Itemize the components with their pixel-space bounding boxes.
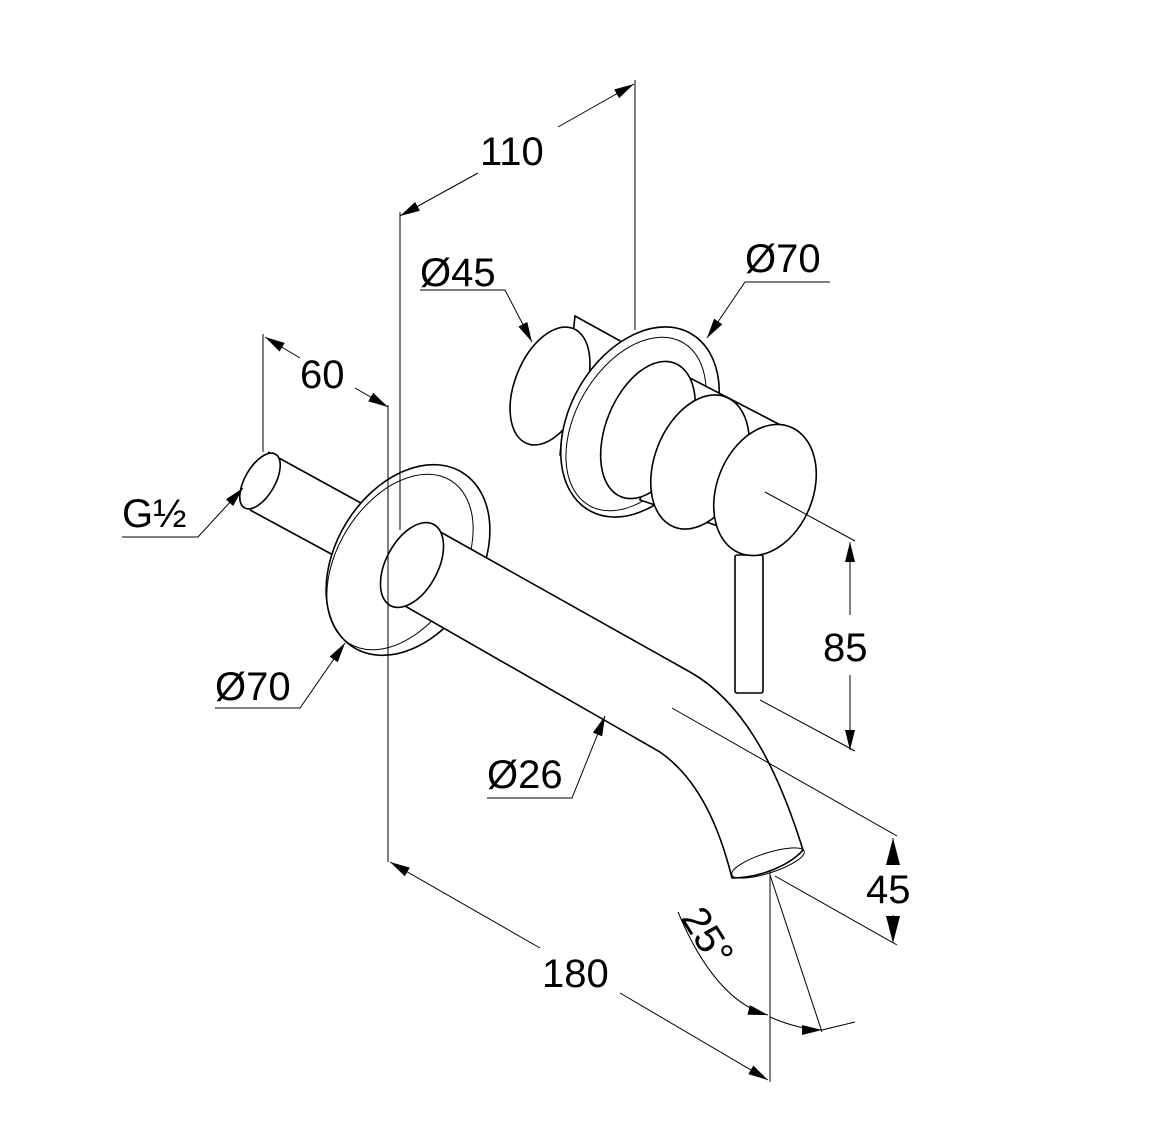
spout bbox=[379, 521, 805, 879]
inlet-pipe bbox=[238, 451, 371, 557]
dim-110: 110 bbox=[480, 130, 544, 174]
dim-handle-rosette-diameter: Ø70 bbox=[745, 237, 821, 281]
dim-85: 85 bbox=[823, 626, 868, 670]
dim-45: 45 bbox=[866, 868, 911, 912]
dim-180: 180 bbox=[542, 952, 609, 996]
dim-spout-rosette-diameter: Ø70 bbox=[215, 665, 291, 709]
mixer-handle bbox=[509, 314, 818, 694]
dim-handle-back-diameter: Ø45 bbox=[420, 251, 496, 295]
dimension-lines bbox=[122, 83, 900, 1081]
extension-lines bbox=[262, 80, 898, 1082]
dim-inlet-thread: G½ bbox=[122, 492, 186, 536]
dim-spout-diameter: Ø26 bbox=[487, 753, 563, 797]
dim-angle-25: 25° bbox=[672, 899, 741, 974]
dim-60: 60 bbox=[300, 353, 345, 397]
